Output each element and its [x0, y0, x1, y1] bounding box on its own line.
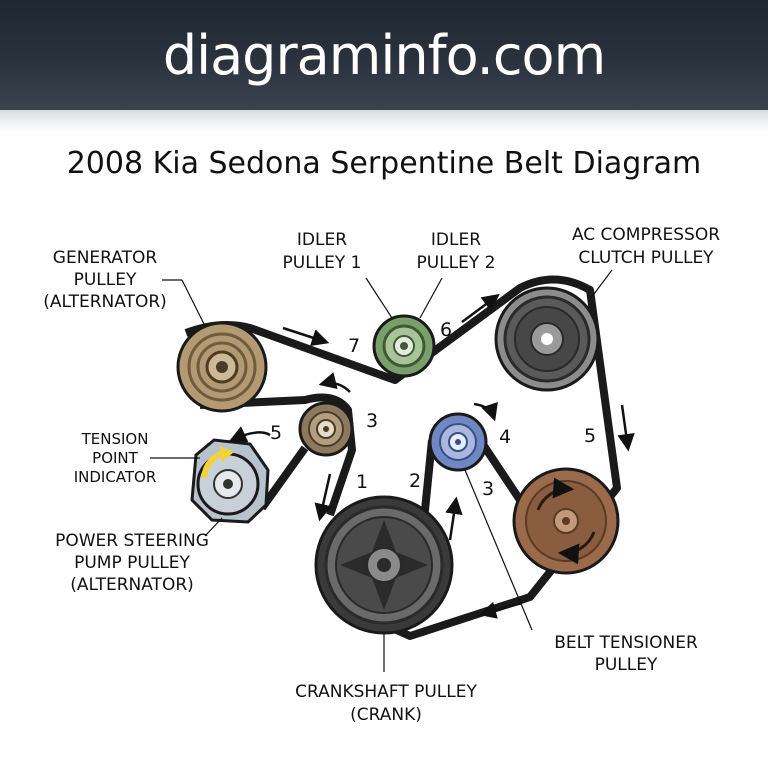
site-banner: diagraminfo.com — [0, 0, 768, 110]
svg-text:BELT TENSIONER: BELT TENSIONER — [554, 633, 698, 653]
svg-text:IDLER: IDLER — [297, 230, 347, 250]
svg-text:AC COMPRESSOR: AC COMPRESSOR — [572, 225, 720, 245]
segment-5-right: 5 — [584, 425, 596, 447]
label-ac-compressor: AC COMPRESSOR CLUTCH PULLEY — [572, 225, 720, 268]
belt-tensioner-out — [476, 437, 524, 503]
segment-3-right: 3 — [482, 478, 494, 500]
page-title: 2008 Kia Sedona Serpentine Belt Diagram — [66, 146, 702, 181]
label-generator: GENERATOR PULLEY (ALTERNATOR) — [43, 248, 167, 312]
svg-text:POWER STEERING: POWER STEERING — [55, 531, 209, 551]
segment-4: 4 — [499, 426, 511, 448]
belt-tensioner-pulley — [428, 412, 488, 472]
segment-3-left: 3 — [366, 410, 378, 432]
svg-text:(CRANK): (CRANK) — [350, 705, 422, 725]
label-idler-2: IDLER PULLEY 2 — [417, 230, 496, 273]
segment-5-left: 5 — [270, 422, 282, 444]
svg-text:PUMP PULLEY: PUMP PULLEY — [74, 553, 190, 573]
label-tension-point: TENSION POINT INDICATOR — [74, 430, 157, 486]
water-pump-pulley — [512, 467, 620, 575]
svg-text:(ALTERNATOR): (ALTERNATOR) — [43, 292, 167, 312]
ac-compressor-pulley — [494, 286, 600, 392]
generator-pulley — [176, 321, 268, 413]
svg-text:CRANKSHAFT PULLEY: CRANKSHAFT PULLEY — [295, 682, 477, 702]
svg-text:PULLEY 1: PULLEY 1 — [283, 253, 362, 273]
segment-2: 2 — [409, 470, 421, 492]
leader-lines — [150, 269, 613, 672]
banner-fade — [0, 110, 768, 132]
label-idler-1: IDLER PULLEY 1 — [283, 230, 362, 273]
label-power-steering: POWER STEERING PUMP PULLEY (ALTERNATOR) — [55, 531, 209, 595]
belt-inner — [199, 393, 356, 517]
svg-text:IDLER: IDLER — [431, 230, 481, 250]
svg-text:PULLEY: PULLEY — [595, 655, 658, 675]
svg-text:INDICATOR: INDICATOR — [74, 468, 157, 486]
segment-numbers: 7 6 5 3 1 2 4 3 5 — [270, 319, 596, 500]
label-belt-tensioner: BELT TENSIONER PULLEY — [554, 633, 698, 675]
svg-text:PULLEY 2: PULLEY 2 — [417, 253, 496, 273]
svg-text:TENSION: TENSION — [81, 430, 149, 448]
svg-text:PULLEY: PULLEY — [74, 270, 137, 290]
idler-pulley-1 — [372, 314, 436, 378]
svg-text:(ALTERNATOR): (ALTERNATOR) — [70, 575, 194, 595]
site-name[interactable]: diagraminfo.com — [162, 24, 606, 87]
svg-text:POINT: POINT — [92, 449, 138, 467]
svg-text:GENERATOR: GENERATOR — [53, 248, 158, 268]
belt-ps-run — [258, 445, 309, 511]
direction-arrows — [228, 293, 635, 619]
svg-text:CLUTCH PULLEY: CLUTCH PULLEY — [578, 248, 714, 268]
crankshaft-pulley — [314, 495, 454, 635]
label-crankshaft: CRANKSHAFT PULLEY (CRANK) — [295, 682, 477, 725]
small-idler-pulley — [298, 401, 354, 457]
segment-1: 1 — [356, 471, 368, 493]
segment-7: 7 — [348, 335, 360, 357]
segment-6: 6 — [440, 319, 452, 341]
power-steering-pulley — [190, 438, 270, 524]
